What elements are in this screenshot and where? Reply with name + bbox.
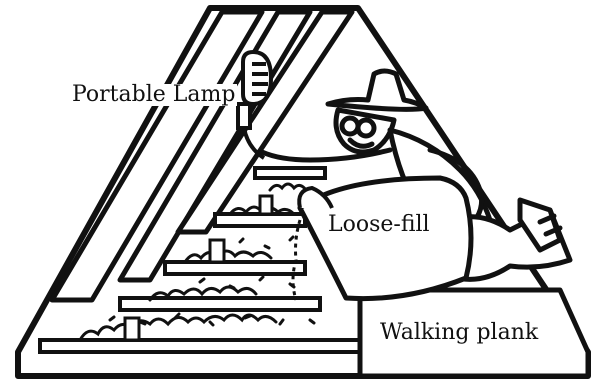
walking-plank-label: Walking plank <box>378 322 540 344</box>
lamp-label: Portable Lamp <box>70 84 237 106</box>
joist-3 <box>165 262 305 274</box>
joist-2 <box>215 214 305 226</box>
loose-fill-label: Loose-fill <box>326 214 432 236</box>
joist-5 <box>40 340 360 352</box>
joist-1 <box>255 168 325 178</box>
